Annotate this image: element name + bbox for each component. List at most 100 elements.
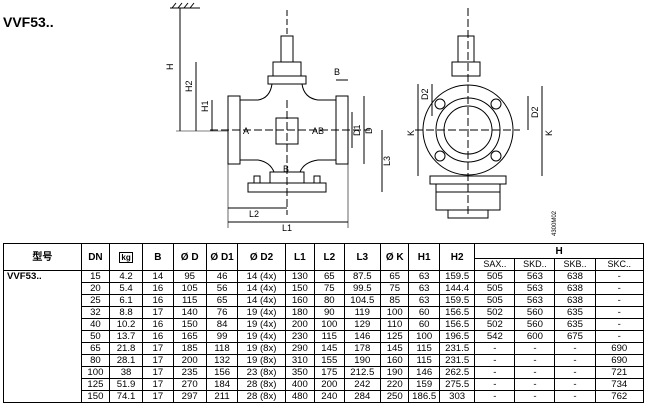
table-cell: - <box>594 306 645 319</box>
table-cell: 156 <box>205 366 239 379</box>
table-cell: 563 <box>514 270 556 283</box>
table-cell: - <box>474 342 516 355</box>
table-cell: 180 <box>284 306 316 319</box>
table-cell: 14 <box>142 270 174 283</box>
table-cell: 220 <box>380 378 410 391</box>
port-label-B: B <box>283 164 289 174</box>
table-cell: 150 <box>80 390 111 403</box>
table-cell: 159.5 <box>438 294 476 307</box>
table-cell: 125 <box>80 378 111 391</box>
table-cell: 560 <box>514 306 556 319</box>
table-cell: 15 <box>80 270 111 283</box>
header-h2: H2 <box>438 243 476 271</box>
table-cell: - <box>474 354 516 367</box>
table-cell: 51.9 <box>109 378 144 391</box>
table-cell: 165 <box>172 330 207 343</box>
table-cell: 118 <box>205 342 239 355</box>
table-cell: 542 <box>474 330 516 343</box>
table-cell: 115 <box>408 354 440 367</box>
table-cell: 275.5 <box>438 378 476 391</box>
table-cell: 115 <box>314 330 345 343</box>
table-cell: 250 <box>380 390 410 403</box>
table-cell: 200 <box>314 378 345 391</box>
table-cell: 8.8 <box>109 306 144 319</box>
table-cell: 638 <box>554 270 596 283</box>
table-cell: 638 <box>554 282 596 295</box>
table-cell: - <box>594 318 645 331</box>
header-dn: DN <box>80 243 111 271</box>
table-cell: 65 <box>205 294 239 307</box>
table-cell: 240 <box>314 390 345 403</box>
table-cell: - <box>514 390 556 403</box>
table-cell: 231.5 <box>438 354 476 367</box>
table-cell: 14 (4x) <box>237 282 286 295</box>
dim-label-H1: H1 <box>200 100 210 112</box>
document-title: VVF53.. <box>3 14 54 30</box>
table-cell: 76 <box>205 306 239 319</box>
table-cell: 144.4 <box>438 282 476 295</box>
table-cell: 105 <box>172 282 207 295</box>
subheader-skd: SKD.. <box>514 258 556 271</box>
table-cell: 231.5 <box>438 342 476 355</box>
dim-label-L2: L2 <box>249 209 259 219</box>
header-d1: Ø D1 <box>205 243 239 271</box>
table-cell: 16 <box>142 282 174 295</box>
table-cell: 17 <box>142 342 174 355</box>
table-cell: 28 (8x) <box>237 390 286 403</box>
table-cell: - <box>594 330 645 343</box>
table-cell: - <box>514 378 556 391</box>
model-cell: VVF53.. <box>3 270 82 403</box>
table-cell: 132 <box>205 354 239 367</box>
table-cell: 104.5 <box>343 294 382 307</box>
port-label-A: A <box>243 126 249 136</box>
table-cell: 32 <box>80 306 111 319</box>
table-cell: 145 <box>314 342 345 355</box>
table-cell: 14 (4x) <box>237 270 286 283</box>
table-cell: 734 <box>594 378 645 391</box>
dim-label-D1: D1 <box>352 124 362 136</box>
valve-front-view <box>170 2 383 228</box>
header-l1: L1 <box>284 243 316 271</box>
table-cell: 19 (8x) <box>237 342 286 355</box>
dim-label-D2-left: D2 <box>420 88 430 100</box>
table-cell: - <box>514 366 556 379</box>
table-cell: - <box>514 354 556 367</box>
table-cell: - <box>594 294 645 307</box>
table-cell: 190 <box>343 354 382 367</box>
table-cell: 110 <box>380 318 410 331</box>
header-l3: L3 <box>343 243 382 271</box>
table-cell: 19 (8x) <box>237 354 286 367</box>
table-cell: 721 <box>594 366 645 379</box>
table-cell: 186.5 <box>408 390 440 403</box>
table-cell: 19 (4x) <box>237 318 286 331</box>
table-cell: 21.8 <box>109 342 144 355</box>
table-cell: - <box>554 342 596 355</box>
table-cell: 690 <box>594 342 645 355</box>
table-cell: 87.5 <box>343 270 382 283</box>
header-d2: Ø D2 <box>237 243 286 271</box>
table-cell: 310 <box>284 354 316 367</box>
table-cell: 60 <box>408 318 440 331</box>
header-h: H <box>474 243 644 259</box>
table-cell: 17 <box>142 306 174 319</box>
table-cell: 635 <box>554 318 596 331</box>
header-l2: L2 <box>314 243 345 271</box>
table-cell: 600 <box>514 330 556 343</box>
table-cell: 184 <box>205 378 239 391</box>
table-cell: 156.5 <box>438 306 476 319</box>
table-cell: 23 (8x) <box>237 366 286 379</box>
table-cell: 16 <box>142 294 174 307</box>
dim-label-H: H <box>165 64 175 71</box>
drawing-reference-number: 4300M02 <box>552 210 558 236</box>
table-cell: 17 <box>142 390 174 403</box>
header-model: 型号 <box>3 243 82 271</box>
valve-dimension-drawing: H H2 H1 A AB B B D1 D L3 L2 L1 D2 K D2 <box>165 2 558 236</box>
dim-label-B: B <box>334 67 340 77</box>
table-cell: 84 <box>205 318 239 331</box>
table-cell: 284 <box>343 390 382 403</box>
